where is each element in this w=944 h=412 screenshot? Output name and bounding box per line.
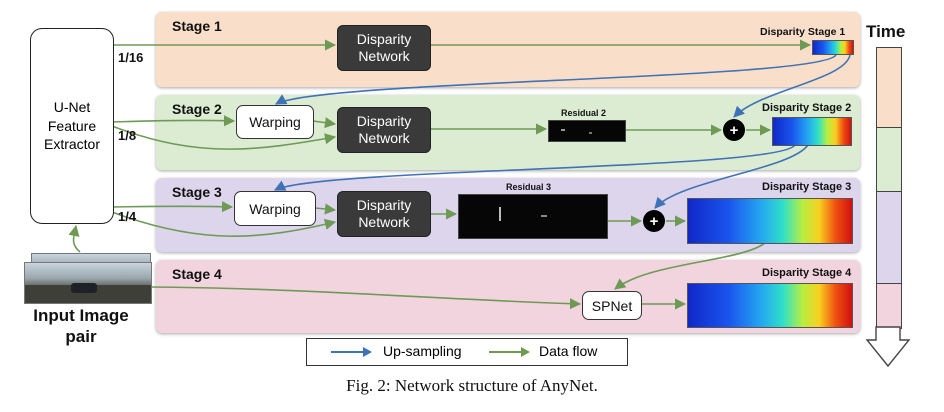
disparity-network-stage-1: Disparity Network: [337, 25, 431, 71]
disparity-map-stage-3: [687, 198, 853, 244]
stage-2-label: Stage 2: [172, 101, 222, 117]
warping-stage-3: Warping: [234, 191, 316, 226]
unet-label: U-Net Feature Extractor: [43, 98, 100, 153]
car-shape: [71, 283, 97, 293]
disparity-map-stage-4: [687, 283, 853, 328]
time-segment-stage-1: [876, 47, 902, 128]
road-surface: [25, 285, 151, 303]
flow-unet-to-warping-2: [111, 115, 236, 127]
input-image-pair-label: Input Image pair: [33, 306, 129, 347]
figure-caption: Fig. 2: Network structure of AnyNet.: [346, 376, 598, 395]
down-arrow-icon: [865, 326, 911, 368]
time-segment-stage-2: [876, 127, 902, 192]
upsample-disp1-to-add2: [733, 54, 851, 118]
residual-speckle: [561, 129, 565, 131]
flow-unet-to-network-2: [111, 125, 337, 150]
add-operator-stage-3: +: [643, 210, 665, 232]
residual-speckle: [541, 215, 547, 217]
upsampling-legend-label: Up-sampling: [383, 343, 462, 359]
disparity-stage-4-label: Disparity Stage 4: [762, 267, 852, 279]
disparity-stage-3-label: Disparity Stage 3: [762, 181, 852, 193]
scale-label-1-8: 1/8: [118, 128, 137, 143]
disparity-stage-1-label: Disparity Stage 1: [760, 26, 846, 38]
disparity-map-stage-2: [772, 117, 852, 146]
flow-input-to-unet: [68, 224, 81, 253]
flow-input-to-spnet: [149, 286, 582, 310]
residual-map-stage-2: [548, 120, 626, 142]
flow-warping3-to-network3: [314, 203, 337, 215]
unet-feature-extractor: U-Net Feature Extractor: [30, 28, 114, 224]
flow-disp3-to-spnet: [614, 242, 766, 290]
flow-warping2-to-network2: [312, 117, 337, 129]
upsample-disp1-to-warping2: [275, 54, 837, 105]
upsampling-legend-icon: [331, 347, 372, 357]
flow-unet-to-warping-3: [111, 201, 234, 213]
residual-map-stage-3: [458, 194, 608, 239]
disparity-stage-2-label: Disparity Stage 2: [762, 102, 852, 114]
warping-stage-2: Warping: [236, 105, 314, 139]
scale-label-1-16: 1/16: [118, 50, 144, 65]
time-label: Time: [866, 22, 906, 41]
dataflow-legend-icon: [489, 347, 530, 357]
input-image-right: [24, 262, 152, 304]
stage-1-band: [156, 12, 860, 87]
residual-3-label: Residual 3: [506, 182, 552, 192]
residual-speckle: [589, 132, 592, 134]
disparity-map-stage-1: [812, 40, 854, 55]
dataflow-legend-label: Data flow: [539, 343, 598, 359]
flow-unet-to-network-3: [111, 211, 337, 237]
stage-4-label: Stage 4: [172, 266, 222, 282]
time-segment-stage-3: [876, 191, 902, 284]
residual-2-label: Residual 2: [561, 108, 607, 118]
stage-1-label: Stage 1: [172, 18, 222, 34]
upsample-disp2-to-add3: [654, 144, 809, 209]
scale-label-1-4: 1/4: [118, 209, 137, 224]
stage-3-label: Stage 3: [172, 184, 222, 200]
residual-speckle: [499, 207, 501, 221]
time-segment-stage-4: [876, 283, 902, 329]
disparity-network-stage-2: Disparity Network: [337, 107, 431, 153]
add-operator-stage-2: +: [723, 119, 745, 141]
spnet-refiner: SPNet: [582, 291, 642, 320]
legend: Up-sampling Data flow: [306, 338, 628, 366]
disparity-network-stage-3: Disparity Network: [337, 191, 431, 237]
upsample-disp2-to-warping3: [273, 144, 796, 191]
